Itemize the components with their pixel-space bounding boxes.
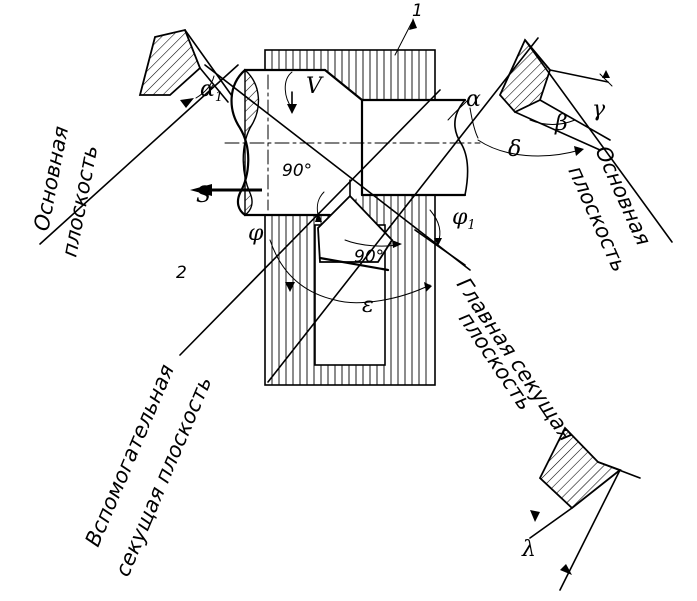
label-alpha: α [466, 87, 481, 112]
label-part-2: 2 [176, 263, 187, 283]
main-cutting-plane-line1: Главная секущая [452, 273, 579, 445]
workpiece [224, 68, 481, 217]
plane-lines [179, 37, 539, 383]
right-tool-section [447, 38, 673, 243]
aux-cutting-plane-line [267, 37, 539, 383]
label-alpha1: α1 [200, 77, 223, 105]
left-tool-section [39, 28, 239, 245]
label-speed: V [306, 74, 324, 99]
angle-arcs [269, 191, 442, 304]
label-right-angle-2: 90° [354, 247, 384, 267]
right-base-plane-line [524, 39, 673, 243]
label-epsilon: ε [362, 293, 374, 318]
bottom-right-tool-section [529, 426, 641, 591]
label-feed: S [196, 183, 211, 208]
label-lambda: λ [521, 537, 536, 562]
label-part-1: 1 [412, 1, 423, 21]
main-cutting-plane-line [204, 64, 471, 271]
label-right-angle-1: 90° [282, 161, 312, 181]
line-2 [179, 89, 441, 356]
label-gamma: γ [592, 97, 606, 122]
leader-1 [394, 21, 413, 56]
label-phi1: φ1 [452, 205, 476, 233]
label-beta: β [554, 111, 568, 136]
label-phi: φ [248, 221, 264, 246]
left-base-plane-line [39, 64, 239, 245]
angle-labels: α1 V S 90° 90° φ φ1 ε 2 1 α β γ δ λ [176, 1, 606, 562]
label-delta: δ [508, 137, 521, 162]
feed-arrow [190, 184, 262, 196]
